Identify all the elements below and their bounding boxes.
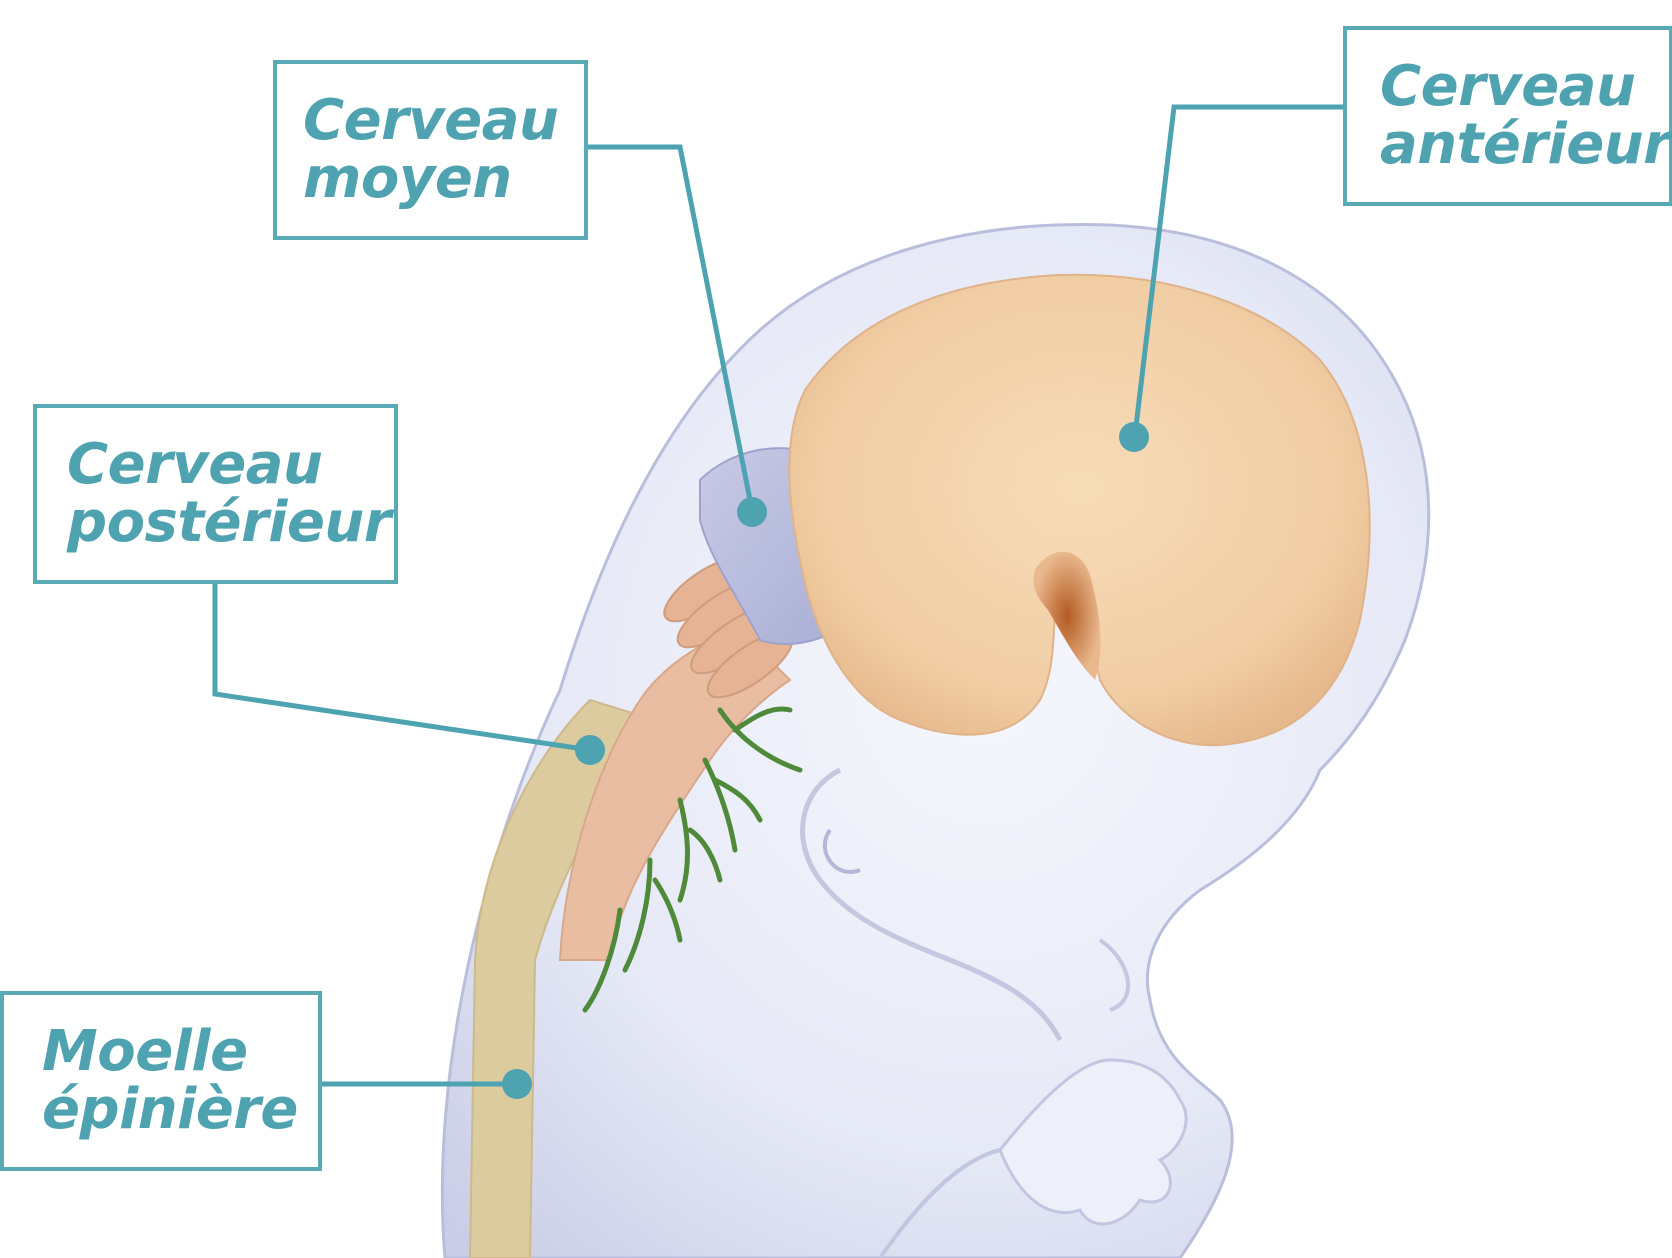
label-line-1: Cerveau [67, 436, 394, 494]
label-line-2: épinière [42, 1081, 318, 1139]
label-line-2: moyen [303, 150, 584, 208]
dot-moelle [502, 1069, 532, 1099]
label-line-1: Cerveau [1380, 58, 1669, 116]
label-line-1: Moelle [42, 1023, 318, 1081]
leader-line-posterieur [215, 584, 590, 750]
label-cerveau-anterieur: Cerveau antérieur [1343, 26, 1672, 206]
label-line-1: Cerveau [303, 92, 584, 150]
label-line-2: antérieur [1380, 116, 1669, 174]
label-moelle-epiniere: Moelle épinière [0, 991, 322, 1171]
label-cerveau-moyen: Cerveau moyen [273, 60, 588, 240]
label-cerveau-posterieur: Cerveau postérieur [33, 404, 398, 584]
dot-anterieur [1119, 422, 1149, 452]
dot-posterieur [575, 735, 605, 765]
dot-moyen [737, 497, 767, 527]
label-line-2: postérieur [67, 494, 394, 552]
